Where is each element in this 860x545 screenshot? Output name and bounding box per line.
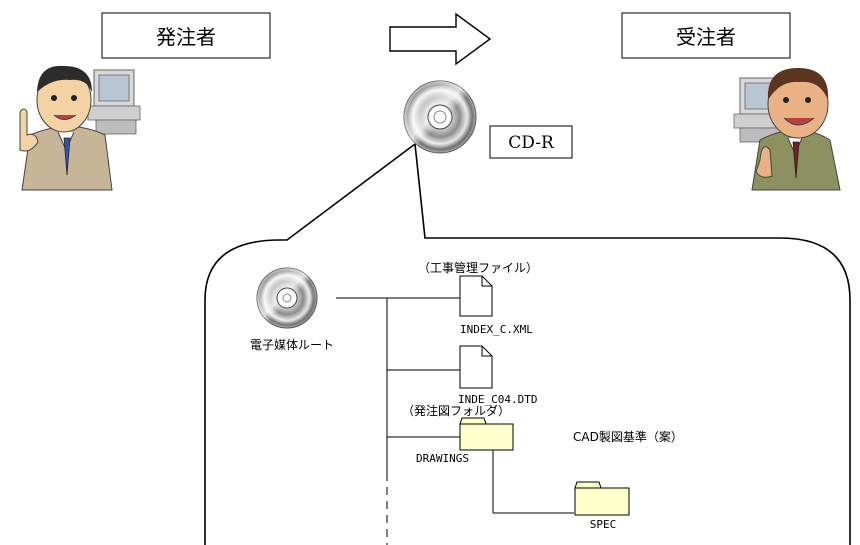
cd-r-label-box: CD-R	[489, 125, 573, 159]
cad-standard-label: CAD製図基準（案）	[573, 429, 683, 444]
drawings-folder-label: DRAWINGS	[416, 452, 469, 465]
contractor-label: 受注者	[676, 25, 736, 49]
folder-icon	[574, 481, 630, 516]
person-right-icon	[733, 68, 841, 191]
index-file-label: INDEX_C.XML	[460, 323, 533, 336]
contractor-box: 受注者	[621, 12, 791, 59]
folder-icon	[459, 417, 514, 451]
root-label: 電子媒体ルート	[250, 338, 334, 352]
tree-lines	[336, 297, 574, 545]
cd-icon	[403, 80, 477, 154]
cd-r-label: CD-R	[508, 133, 555, 153]
drawings-folder-caption: （発注図フォルダ）	[402, 403, 510, 418]
orderer-box: 発注者	[101, 12, 271, 59]
spec-folder-label: SPEC	[590, 518, 617, 531]
arrow-right-icon	[389, 12, 492, 66]
file-icon	[459, 345, 493, 389]
root-cd-icon	[256, 267, 318, 329]
media-contents-bubble	[204, 143, 851, 545]
file-icon	[459, 275, 493, 317]
dtd-file-label: INDE_C04.DTD	[458, 393, 537, 406]
orderer-label: 発注者	[156, 25, 216, 49]
person-left-icon	[19, 65, 141, 191]
management-file-caption: （工事管理ファイル）	[418, 260, 538, 275]
